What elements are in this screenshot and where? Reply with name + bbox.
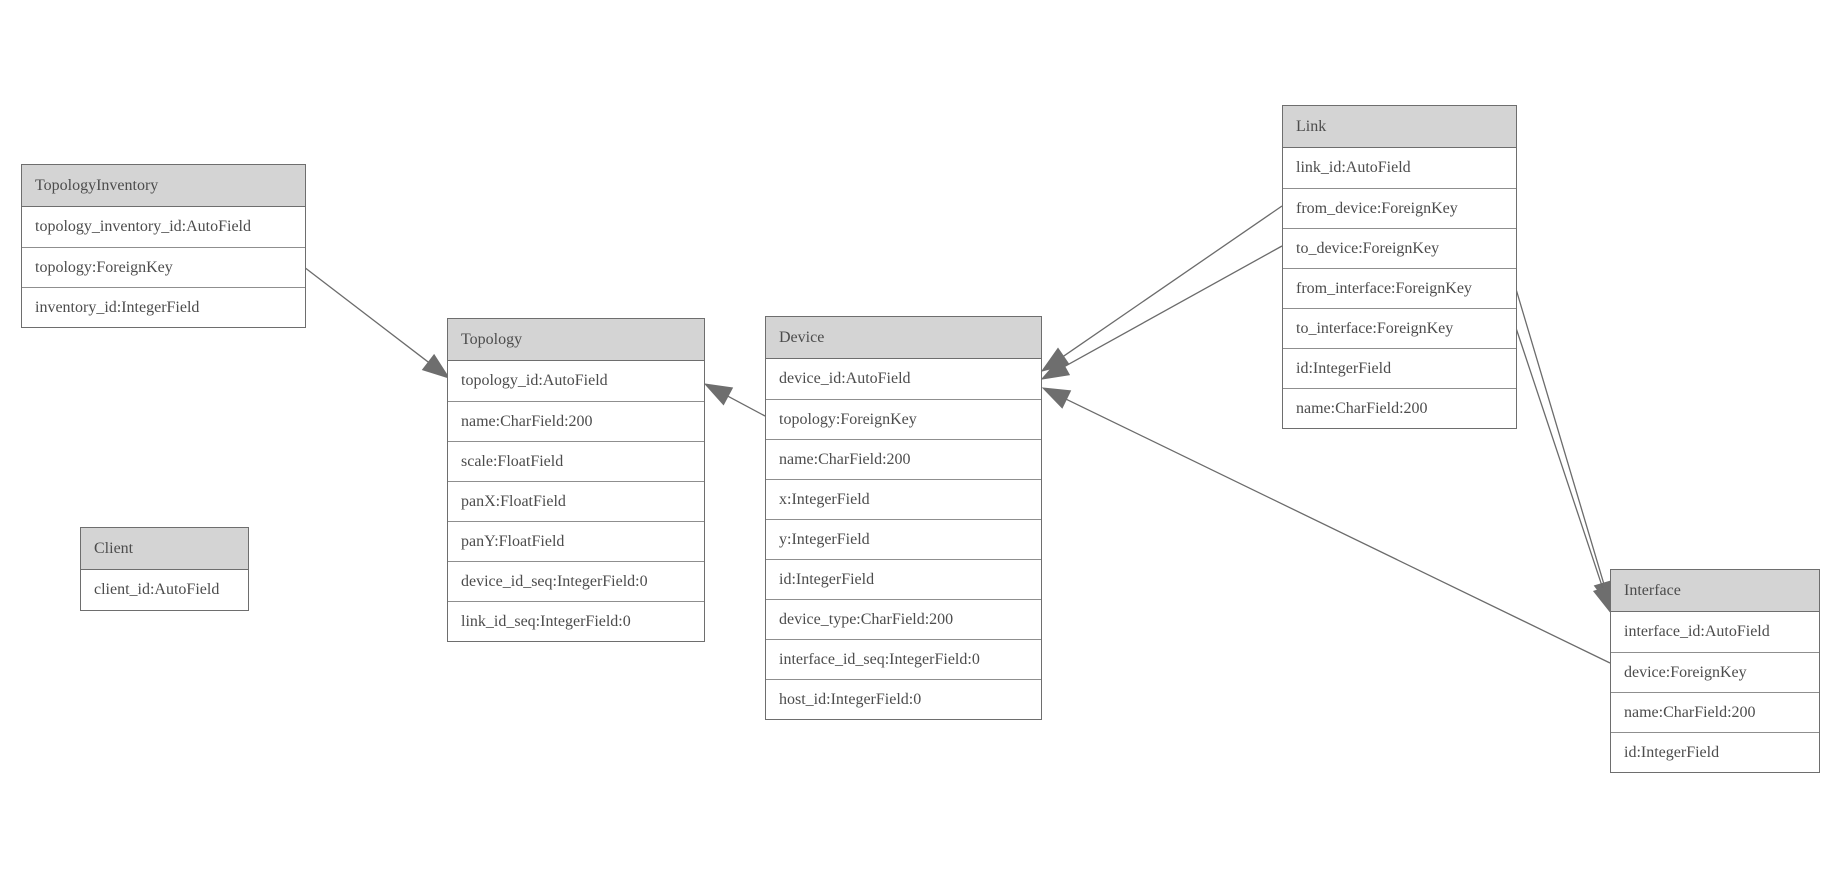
field-row-name: name:CharField:200 [1283, 388, 1516, 428]
edge-link-to-interface-to-interface [1515, 327, 1604, 589]
field-row-from-device: from_device:ForeignKey [1283, 188, 1516, 228]
entity-table-topologyinventory: TopologyInventory topology_inventory_id:A… [21, 164, 306, 328]
field-row-id: id:IntegerField [766, 559, 1041, 599]
field-row-client-id: client_id:AutoField [94, 581, 220, 598]
field-row-link-id: link_id:AutoField [1296, 159, 1411, 176]
edge-device-topology-to-topology [727, 395, 766, 417]
field-row-name: name:CharField:200 [448, 401, 704, 441]
field-row-topology-inventory-id: topology_inventory_id:AutoField [35, 218, 251, 235]
field-row-to-device: to_device:ForeignKey [1283, 228, 1516, 268]
field-row-interface-id-seq: interface_id_seq:IntegerField:0 [766, 639, 1041, 679]
field-row-device-type: device_type:CharField:200 [766, 599, 1041, 639]
entity-title: TopologyInventory [22, 165, 305, 207]
entity-title: Topology [448, 319, 704, 361]
entity-title: Link [1283, 106, 1516, 148]
field-row-name: name:CharField:200 [1611, 692, 1819, 732]
entity-table-link: Link link_id:AutoField from_device:Foreign… [1282, 105, 1517, 429]
field-row-to-interface: to_interface:ForeignKey [1283, 308, 1516, 348]
edge-link-from-device-to-device [1063, 205, 1283, 357]
edge-interface-device-to-device [1066, 398, 1611, 664]
field-row-topology: topology:ForeignKey [22, 247, 305, 287]
entity-title: Device [766, 317, 1041, 359]
arrowhead-icon [1041, 387, 1072, 409]
field-row-id: id:IntegerField [1611, 732, 1819, 772]
edge-topologyinventory-topology-to-topology [303, 266, 429, 363]
field-row-inventory-id: inventory_id:IntegerField [22, 287, 305, 327]
field-row-device: device:ForeignKey [1611, 652, 1819, 692]
field-row-device-id: device_id:AutoField [779, 370, 911, 387]
entity-table-topology: Topology topology_id:AutoField name:CharFi… [447, 318, 705, 642]
arrowhead-icon [421, 353, 451, 379]
field-row-scale: scale:FloatField [448, 441, 704, 481]
entity-title: Interface [1611, 570, 1819, 612]
field-row-device-id-seq: device_id_seq:IntegerField:0 [448, 561, 704, 601]
entity-table-client: Client client_id:AutoField [80, 527, 249, 611]
field-row-panx: panX:FloatField [448, 481, 704, 521]
entity-table-interface: Interface interface_id:AutoField device:Fo… [1610, 569, 1820, 773]
field-row-id: id:IntegerField [1283, 348, 1516, 388]
field-row-from-interface: from_interface:ForeignKey [1283, 268, 1516, 308]
arrowhead-icon [703, 383, 734, 406]
field-row-x: x:IntegerField [766, 479, 1041, 519]
field-row-pany: panY:FloatField [448, 521, 704, 561]
field-row-interface-id: interface_id:AutoField [1624, 623, 1770, 640]
edge-link-to-device-to-device [1064, 245, 1283, 367]
field-row-host-id: host_id:IntegerField:0 [766, 679, 1041, 719]
field-row-link-id-seq: link_id_seq:IntegerField:0 [448, 601, 704, 641]
field-row-topology-id: topology_id:AutoField [461, 372, 608, 389]
arrowhead-icon [1040, 357, 1071, 380]
entity-title: Client [81, 528, 248, 570]
edge-link-from-interface-to-interface [1515, 288, 1605, 584]
field-row-y: y:IntegerField [766, 519, 1041, 559]
entity-table-device: Device device_id:AutoField topology:Foreig… [765, 316, 1042, 720]
field-row-topology: topology:ForeignKey [766, 399, 1041, 439]
field-row-name: name:CharField:200 [766, 439, 1041, 479]
